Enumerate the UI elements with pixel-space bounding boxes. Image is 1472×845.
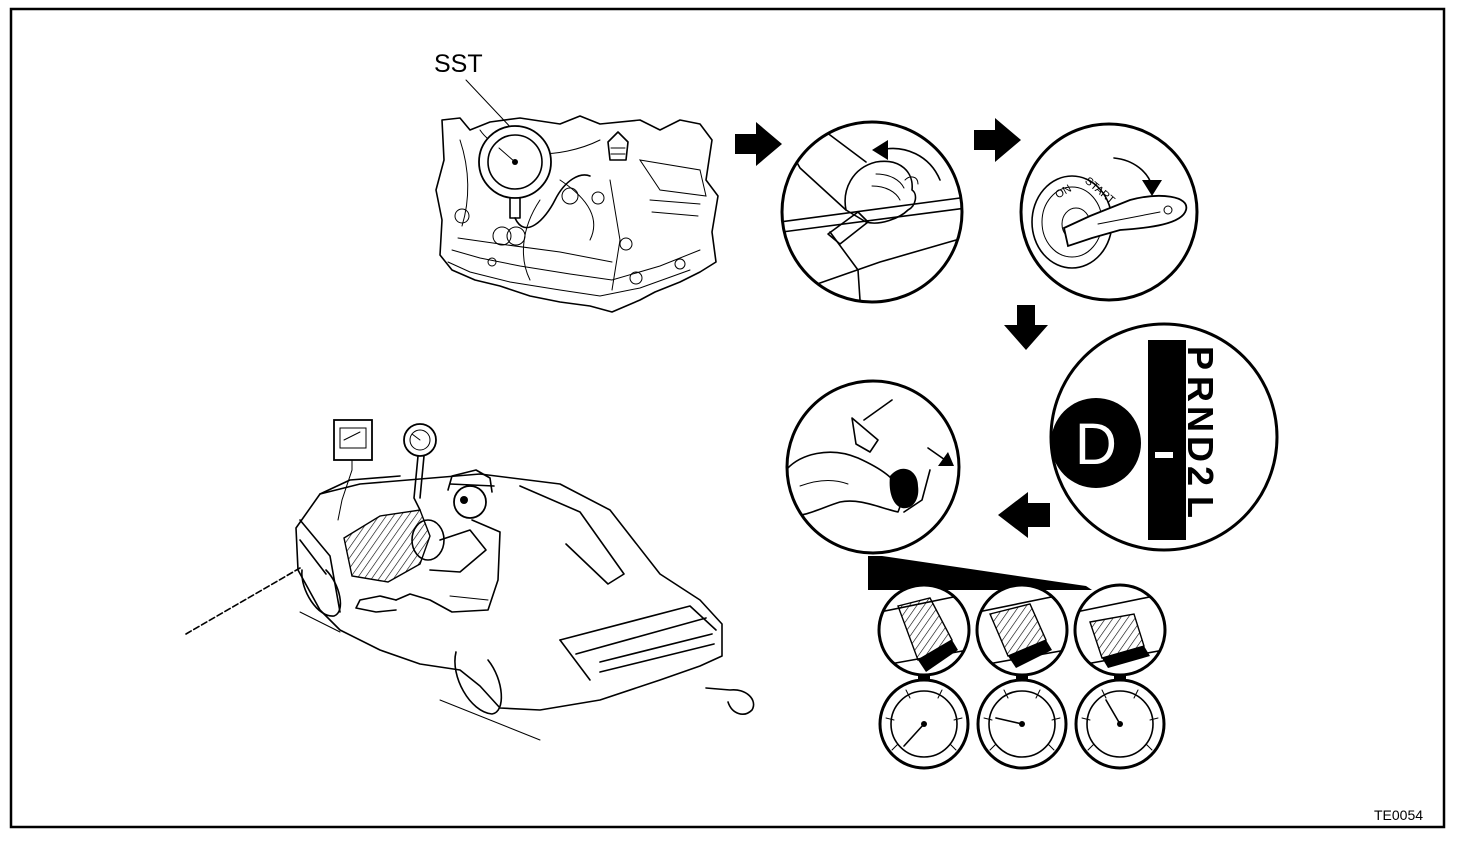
sst-label: SST [434,50,483,78]
shift-position-d: D [1180,436,1221,462]
vehicle-stall-test-illustration [185,419,755,741]
selected-gear-badge [1051,398,1141,488]
accelerator-step [785,379,961,555]
figure-code: TE0054 [1374,807,1423,823]
ignition-step: ON START [1019,122,1199,302]
arrow-right-icon [974,118,1021,162]
step-arrows [735,118,1050,538]
pressure-gauge-3 [1074,678,1166,770]
arrow-left-icon [998,492,1050,538]
shift-position-l: L [1180,496,1221,518]
tow-chain-icon [185,567,301,635]
shift-position-2: 2 [1180,466,1221,486]
stall-test-stages [868,556,1167,770]
stage-wedge [868,556,1092,590]
shift-position-n: N [1180,406,1221,432]
selected-gear-label: D [1075,412,1117,477]
pedal-stage-3 [1073,583,1167,677]
transmission-illustration: SST [434,50,719,313]
parking-brake-step [780,120,964,304]
pressure-gauge-1 [878,678,970,770]
shift-positions: P R N D 2 L [1180,346,1221,518]
pedal-stage-1 [877,583,971,677]
arrow-right-icon [735,122,782,166]
pedal-stage-2 [975,583,1069,677]
pressure-gauge-2 [976,678,1068,770]
shift-lever-step: P R N D 2 L D [1049,322,1279,552]
arrow-down-icon [1004,305,1048,350]
shift-position-r: R [1180,376,1221,402]
figure-frame [9,7,1446,829]
shift-position-p: P [1180,346,1221,370]
